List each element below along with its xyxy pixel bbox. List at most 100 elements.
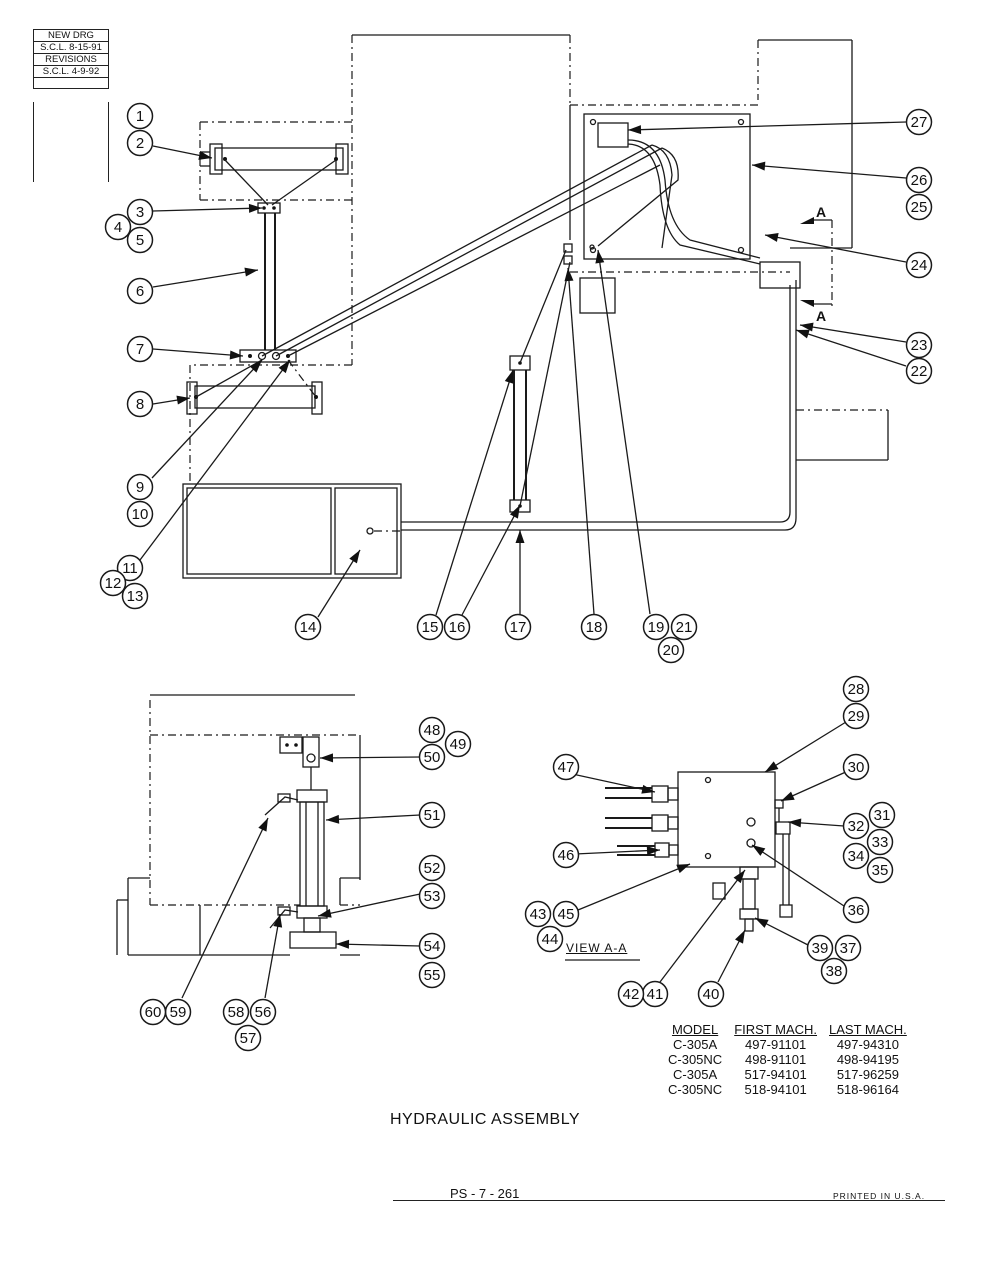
leader-arrowhead: [336, 939, 350, 949]
callout-balloon-12: 12: [99, 569, 127, 597]
leader-arrowhead: [595, 250, 605, 264]
callout-balloon-49: 49: [444, 730, 472, 758]
callout-number: 18: [586, 619, 603, 636]
callout-balloon-29: 29: [842, 702, 870, 730]
callout-number: 13: [127, 588, 144, 605]
leader-59: [181, 817, 269, 999]
callout-balloon-48: 48: [418, 716, 446, 744]
callout-number: 6: [136, 283, 144, 300]
leader-32: [787, 818, 845, 828]
leader-54: [335, 939, 421, 949]
first-mach-cell: 498-91101: [744, 1052, 807, 1067]
first-mach-cell: 497-91101: [744, 1037, 807, 1052]
callout-number: 43: [530, 906, 547, 923]
callout-balloon-58: 58: [222, 998, 250, 1026]
new-drg-label: NEW DRG: [34, 30, 108, 42]
callout-balloon-56: 56: [249, 998, 277, 1026]
callout-balloon-52: 52: [418, 854, 446, 882]
col-first-mach: FIRST MACH.: [734, 1022, 818, 1037]
leader-53: [317, 893, 421, 918]
leader-arrowhead: [788, 818, 802, 828]
side-view-linework: [116, 694, 361, 956]
leader-45: [577, 863, 691, 911]
callout-balloon-59: 59: [164, 998, 192, 1026]
leader-56: [264, 913, 283, 999]
callout-number: 51: [424, 807, 441, 824]
callout-number: 56: [255, 1004, 272, 1021]
callout-balloon-23: 23: [905, 331, 933, 359]
callout-number: 44: [542, 931, 559, 948]
callout-balloon-36: 36: [842, 896, 870, 924]
callout-number: 29: [848, 708, 865, 725]
callout-balloon-13: 13: [121, 582, 149, 610]
callout-balloon-24: 24: [905, 251, 933, 279]
leader-arrowhead: [244, 267, 258, 277]
leader-37: [754, 917, 809, 946]
callout-number: 45: [558, 906, 575, 923]
callout-balloon-7: 7: [126, 335, 154, 363]
table-row: C-305A 517-94101 517-96259: [662, 1067, 913, 1082]
callout-number: 1: [136, 108, 144, 125]
callout-balloon-26: 26: [905, 166, 933, 194]
leader-19: [595, 249, 651, 615]
leader-arrowhead: [349, 550, 360, 564]
leader-11: [139, 359, 291, 561]
callout-number: 50: [424, 749, 441, 766]
callout-number: 33: [872, 834, 889, 851]
callout-balloon-28: 28: [842, 675, 870, 703]
model-cell: C-305NC: [668, 1052, 723, 1067]
leader-arrowhead: [318, 908, 332, 918]
leader-arrowhead: [248, 203, 262, 213]
model-cell: C-305A: [673, 1067, 718, 1082]
top-view-linework: [182, 34, 889, 579]
callout-number: 48: [424, 722, 441, 739]
callout-number: 2: [136, 135, 144, 152]
callout-balloon-35: 35: [866, 856, 894, 884]
callout-balloon-44: 44: [536, 925, 564, 953]
leader-15: [435, 369, 514, 616]
callout-balloon-8: 8: [126, 390, 154, 418]
leader-2: [152, 145, 213, 160]
callout-number: 37: [840, 940, 857, 957]
leader-arrowhead: [229, 350, 243, 360]
callout-number: 10: [132, 506, 149, 523]
callout-number: 47: [558, 759, 575, 776]
leader-29: [764, 721, 847, 773]
callout-number: 4: [114, 219, 122, 236]
leader-arrowhead: [320, 753, 334, 763]
leader-arrowhead: [733, 870, 745, 884]
leader-27: [627, 121, 907, 135]
callout-number: 23: [911, 337, 928, 354]
revision-blank-row: [34, 78, 108, 89]
col-model: MODEL: [671, 1022, 719, 1037]
leader-6: [152, 267, 259, 288]
leader-arrowhead: [249, 360, 262, 373]
callout-number: 27: [911, 114, 928, 131]
callout-number: 49: [450, 736, 467, 753]
leader-51: [325, 814, 421, 824]
callout-number: 9: [136, 479, 144, 496]
leader-arrowhead: [326, 814, 340, 824]
leader-arrowhead: [735, 930, 745, 944]
callout-balloon-38: 38: [820, 957, 848, 985]
printed-note: PRINTED IN U.S.A.: [833, 1191, 926, 1201]
callout-balloon-4: 4: [104, 213, 132, 241]
leader-14: [317, 549, 361, 618]
model-cell: C-305NC: [668, 1082, 723, 1097]
leader-arrowhead: [676, 864, 690, 874]
callout-balloon-43: 43: [524, 900, 552, 928]
section-marker-bottom: A: [816, 308, 826, 324]
callout-balloon-11: 11: [116, 554, 144, 582]
callout-balloon-54: 54: [418, 932, 446, 960]
callout-balloon-53: 53: [418, 882, 446, 910]
callout-balloon-5: 5: [126, 226, 154, 254]
leader-18: [564, 267, 595, 615]
callout-balloon-51: 51: [418, 801, 446, 829]
callout-balloon-45: 45: [552, 900, 580, 928]
callout-number: 17: [510, 619, 527, 636]
callout-balloon-55: 55: [418, 961, 446, 989]
table-row: C-305NC 518-94101 518-96164: [662, 1082, 913, 1097]
leader-arrowhead: [796, 329, 810, 339]
callout-balloon-46: 46: [552, 841, 580, 869]
callout-number: 42: [623, 986, 640, 1003]
